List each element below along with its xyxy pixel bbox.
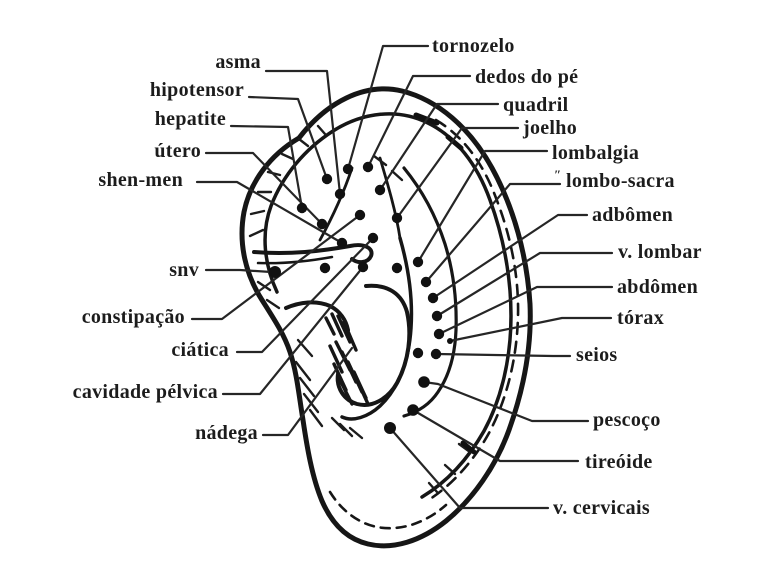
point-label-joelho: joelho [523, 117, 578, 139]
point-label-nadega: nádega [195, 422, 258, 444]
point-label-cavidade-pelvica: cavidade pélvica [72, 381, 218, 403]
acupoint-tireoide [407, 404, 419, 416]
point-label-tornozelo: tornozelo [432, 35, 515, 57]
leader-line-lombalgia [416, 149, 549, 264]
leader-line-constipacao [190, 213, 362, 321]
point-label-adbomen: adbômen [592, 204, 674, 226]
acupoint-joelho [391, 212, 403, 224]
point-label-hipotensor: hipotensor [149, 79, 244, 101]
acupoint-snv [269, 266, 281, 278]
fossa-fold-line [378, 156, 402, 240]
acupoint-concha-right [391, 262, 403, 274]
acupoint-scapha-pair [412, 347, 424, 359]
point-label-constipacao: constipação [81, 306, 185, 328]
point-label-dedos-do-pe: dedos do pé [475, 66, 579, 88]
point-label-lombalgia: lombalgia [552, 142, 640, 164]
leader-line-joelho [395, 126, 520, 220]
acupoint-dots-group [269, 161, 453, 434]
point-label-hepatite: hepatite [154, 108, 226, 130]
leader-line-pescoco [422, 380, 590, 423]
acupoint-hepatite [296, 202, 308, 214]
point-label-asma: asma [215, 51, 261, 73]
acupoint-abdomen [433, 328, 445, 340]
leader-lines-group [190, 44, 614, 510]
leader-line-ciatica [235, 236, 375, 354]
leader-line-snv [204, 268, 273, 274]
point-label-pescoco: pescoço [593, 409, 661, 431]
point-label-seios: seios [576, 344, 618, 366]
leader-line-dedos-do-pe [366, 74, 472, 169]
leader-line-hepatite [229, 124, 304, 210]
point-label-torax: tórax [617, 307, 665, 329]
helix-outer-contour [239, 86, 533, 549]
acupoint-ciatica [367, 232, 379, 244]
point-label-v-lombar: v. lombar [618, 241, 702, 263]
acupoint-concha-left [319, 262, 331, 274]
point-label-lombo-sacra: lombo-sacra [566, 170, 675, 192]
lobe-dashed-line [328, 490, 448, 530]
leader-line-tornozelo [346, 44, 430, 171]
leader-line-tireoide [411, 408, 580, 463]
inferior-crus-line [252, 243, 374, 265]
superior-crus-line [318, 166, 354, 242]
acupoint-lombo-sacra [420, 276, 432, 288]
acupoint-dedos-do-pe [362, 161, 374, 173]
acupoint-tornozelo [342, 163, 354, 175]
leader-line-shen-men [195, 180, 344, 245]
concha-outline [335, 283, 412, 407]
leader-line-cavidade-pelvica [221, 265, 365, 396]
inferior-crus-shadow [256, 255, 334, 265]
point-label-tireoide: tireóide [585, 451, 653, 473]
helix-inner-line [263, 112, 513, 499]
stray-quote-mark: ″ [554, 167, 562, 182]
acupoint-adbomen [427, 292, 439, 304]
acupoint-asma [334, 188, 346, 200]
leader-line-adbomen [431, 213, 589, 300]
point-label-shen-men: shen-men [98, 169, 183, 191]
leader-line-seios [435, 352, 572, 358]
leader-line-nadega [261, 346, 354, 437]
acupoint-pescoco [418, 376, 430, 388]
acupoint-v-lombar [431, 310, 443, 322]
leader-line-torax [448, 316, 613, 343]
acupoint-utero [316, 218, 328, 230]
acupoint-v-cervicais [384, 422, 396, 434]
point-label-utero: útero [154, 140, 201, 162]
point-label-snv: snv [169, 259, 199, 281]
ear-outline-group [239, 86, 533, 549]
leader-line-v-lombar [435, 251, 614, 318]
acupoint-hipotensor [321, 173, 333, 185]
acupoint-shen-men [336, 237, 348, 249]
point-label-v-cervicais: v. cervicais [553, 497, 650, 519]
point-label-abdomen: abdômen [617, 276, 699, 298]
canal-hatching [324, 312, 370, 406]
helix-dashed-line [425, 118, 520, 503]
point-label-quadril: quadril [503, 94, 569, 116]
acupoint-seios [430, 348, 442, 360]
acupoint-torax [447, 338, 453, 344]
leader-line-hipotensor [247, 95, 329, 181]
tragus-hatching [294, 338, 364, 440]
acupoint-lombalgia [412, 256, 424, 268]
acupoint-quadril [374, 184, 386, 196]
acupoint-cavidade-pelvica [357, 261, 369, 273]
point-label-ciatica: ciática [171, 339, 229, 361]
leader-line-lombo-sacra [424, 182, 562, 284]
leader-line-abdomen [437, 285, 614, 336]
leader-line-asma [264, 69, 342, 196]
leader-line-quadril [378, 102, 500, 192]
acupoint-constipacao [354, 209, 366, 221]
leader-line-v-cervicais [388, 426, 550, 510]
leader-line-utero [204, 151, 324, 226]
